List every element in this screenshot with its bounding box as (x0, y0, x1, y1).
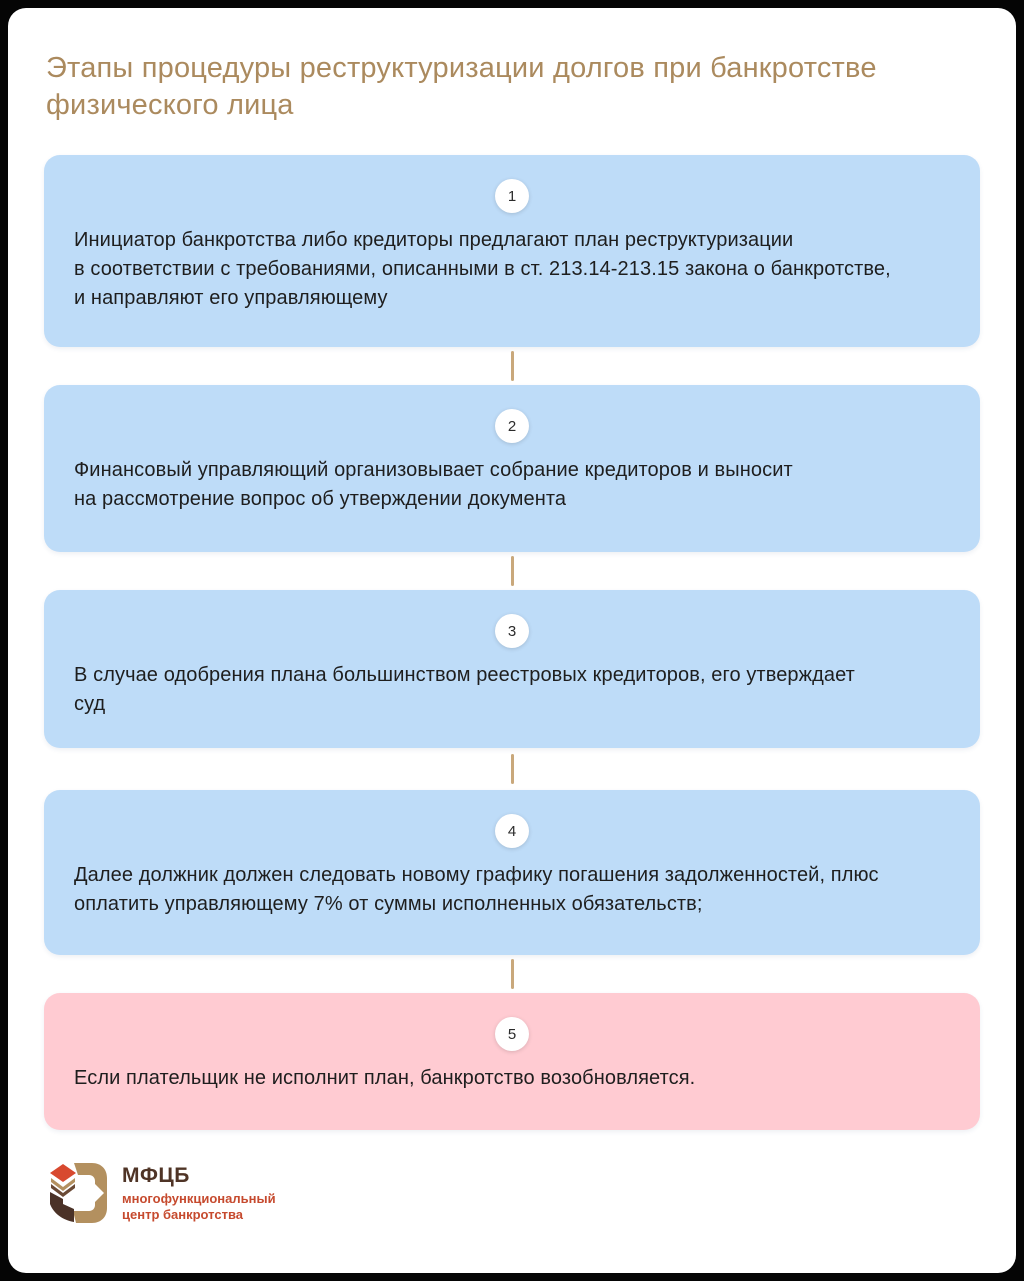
stage-number-badge: 5 (495, 1017, 529, 1051)
mfcb-logo-text: МФЦБ многофункциональный центр банкротст… (122, 1164, 276, 1223)
mfcb-logo-abbr: МФЦБ (122, 1163, 190, 1187)
connector-line (510, 556, 514, 586)
stage-number-badge: 1 (495, 179, 529, 213)
stage-number-badge: 2 (495, 409, 529, 443)
stage-text: В случае одобрения плана большинством ре… (74, 664, 855, 715)
mfcb-logo-icon (50, 1163, 107, 1223)
stage-text: Финансовый управляющий организовывает со… (74, 459, 793, 510)
mfcb-logo: МФЦБ многофункциональный центр банкротст… (48, 1162, 980, 1224)
mfcb-logo-subtitle: многофункциональный центр банкротства (122, 1190, 276, 1222)
infographic-card: Этапы процедуры реструктуризации долгов … (8, 8, 1016, 1273)
stage-card-1: 1 Инициатор банкротства либо кредиторы п… (44, 155, 980, 347)
stage-card-3: 3 В случае одобрения плана большинством … (44, 590, 980, 748)
connector (44, 955, 980, 993)
connector-line (510, 351, 514, 381)
stage-card-5: 5 Если плательщик не исполнит план, банк… (44, 993, 980, 1130)
stage-number-badge: 4 (495, 814, 529, 848)
stage-card-4: 4 Далее должник должен следовать новому … (44, 790, 980, 955)
stage-text: Инициатор банкротства либо кредиторы пре… (74, 229, 891, 309)
stage-text: Далее должник должен следовать новому гр… (74, 864, 879, 915)
stage-card-2: 2 Финансовый управляющий организовывает … (44, 385, 980, 552)
page-title: Этапы процедуры реструктуризации долгов … (46, 52, 877, 121)
stage-text: Если плательщик не исполнит план, банкро… (74, 1067, 696, 1089)
connector-line (510, 754, 514, 784)
stages-flow: 1 Инициатор банкротства либо кредиторы п… (44, 155, 980, 1130)
connector-line (510, 959, 514, 989)
connector (44, 748, 980, 790)
stage-number-badge: 3 (495, 614, 529, 648)
connector (44, 552, 980, 590)
connector (44, 347, 980, 385)
